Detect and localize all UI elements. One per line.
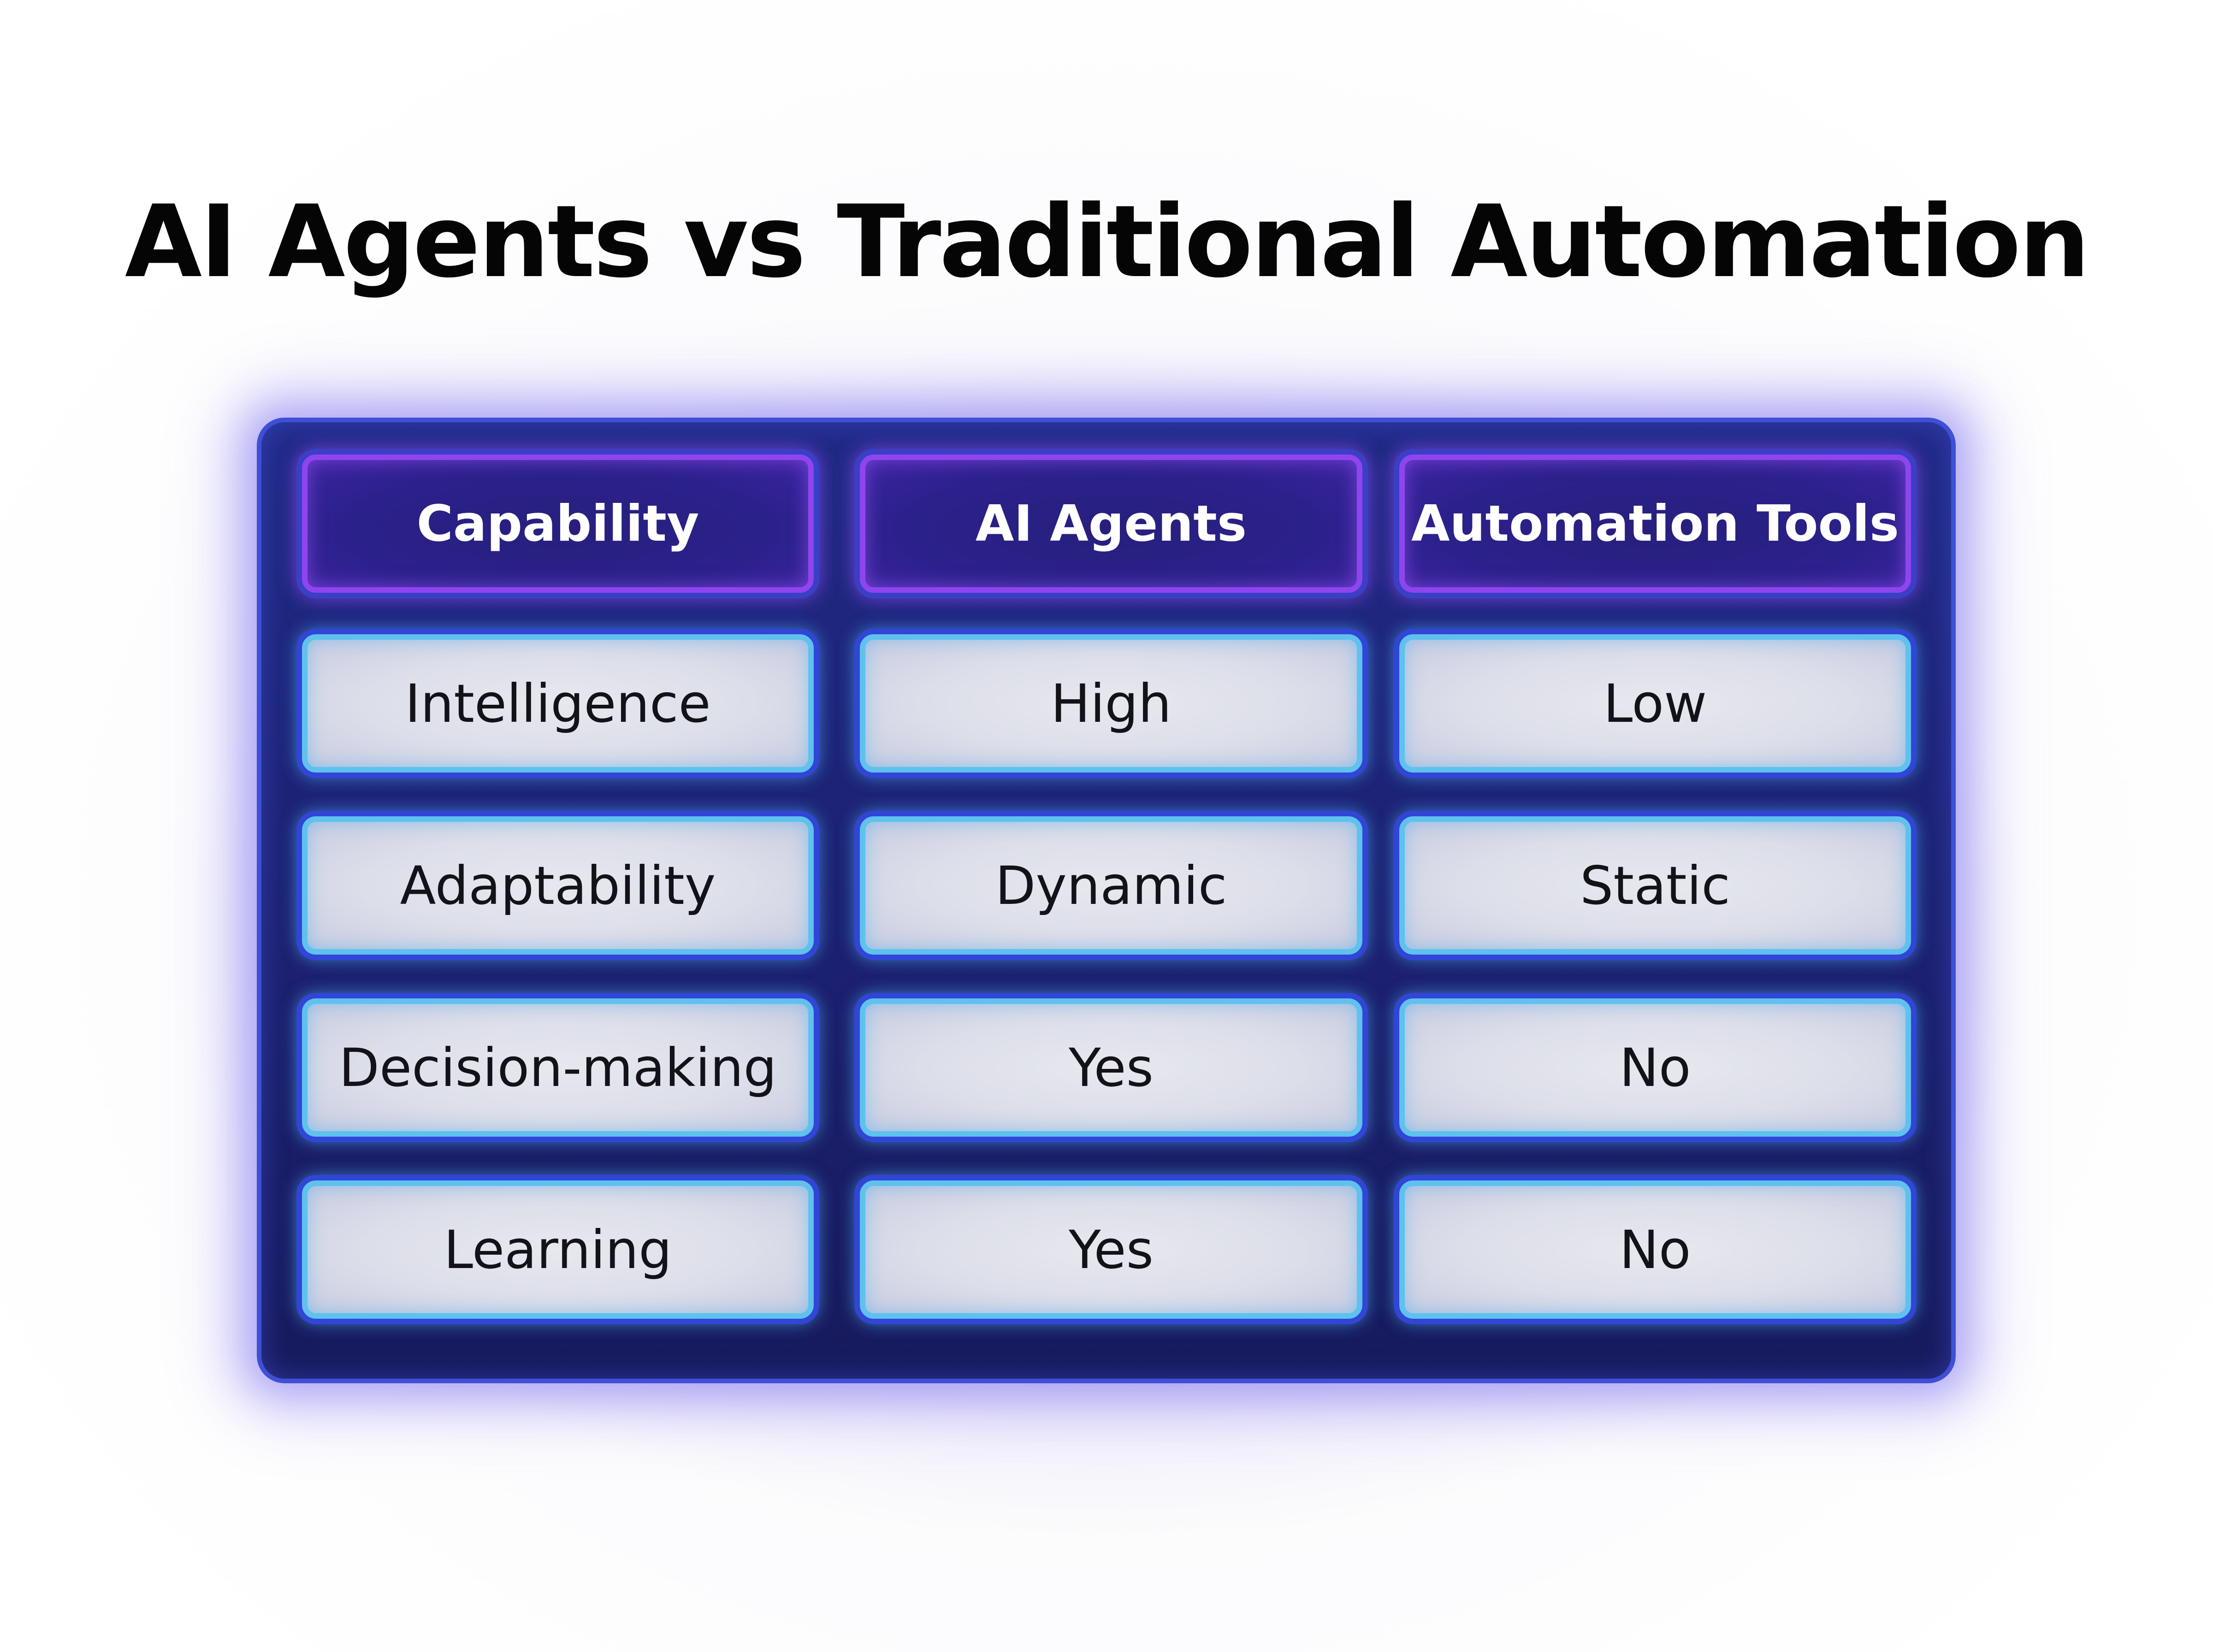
cell-decision-making: Decision-making bbox=[302, 998, 814, 1137]
cell-adaptability-ai-agents: Dynamic bbox=[860, 816, 1362, 955]
table-grid: Capability AI Agents Automation Tools In… bbox=[261, 422, 1951, 1379]
cell-decision-making-automation-tools: No bbox=[1399, 998, 1911, 1137]
header-automation-tools: Automation Tools bbox=[1399, 454, 1911, 593]
cell-learning-automation-tools: No bbox=[1399, 1180, 1911, 1319]
header-capability: Capability bbox=[302, 454, 814, 593]
cell-learning-ai-agents: Yes bbox=[860, 1180, 1362, 1319]
cell-intelligence-automation-tools: Low bbox=[1399, 634, 1911, 773]
cell-learning: Learning bbox=[302, 1180, 814, 1319]
cell-intelligence-ai-agents: High bbox=[860, 634, 1362, 773]
cell-adaptability: Adaptability bbox=[302, 816, 814, 955]
cell-adaptability-automation-tools: Static bbox=[1399, 816, 1911, 955]
cell-decision-making-ai-agents: Yes bbox=[860, 998, 1362, 1137]
comparison-table: Capability AI Agents Automation Tools In… bbox=[257, 418, 1956, 1383]
header-ai-agents: AI Agents bbox=[860, 454, 1362, 593]
page-title: AI Agents vs Traditional Automation bbox=[124, 184, 2090, 300]
cell-intelligence: Intelligence bbox=[302, 634, 814, 773]
